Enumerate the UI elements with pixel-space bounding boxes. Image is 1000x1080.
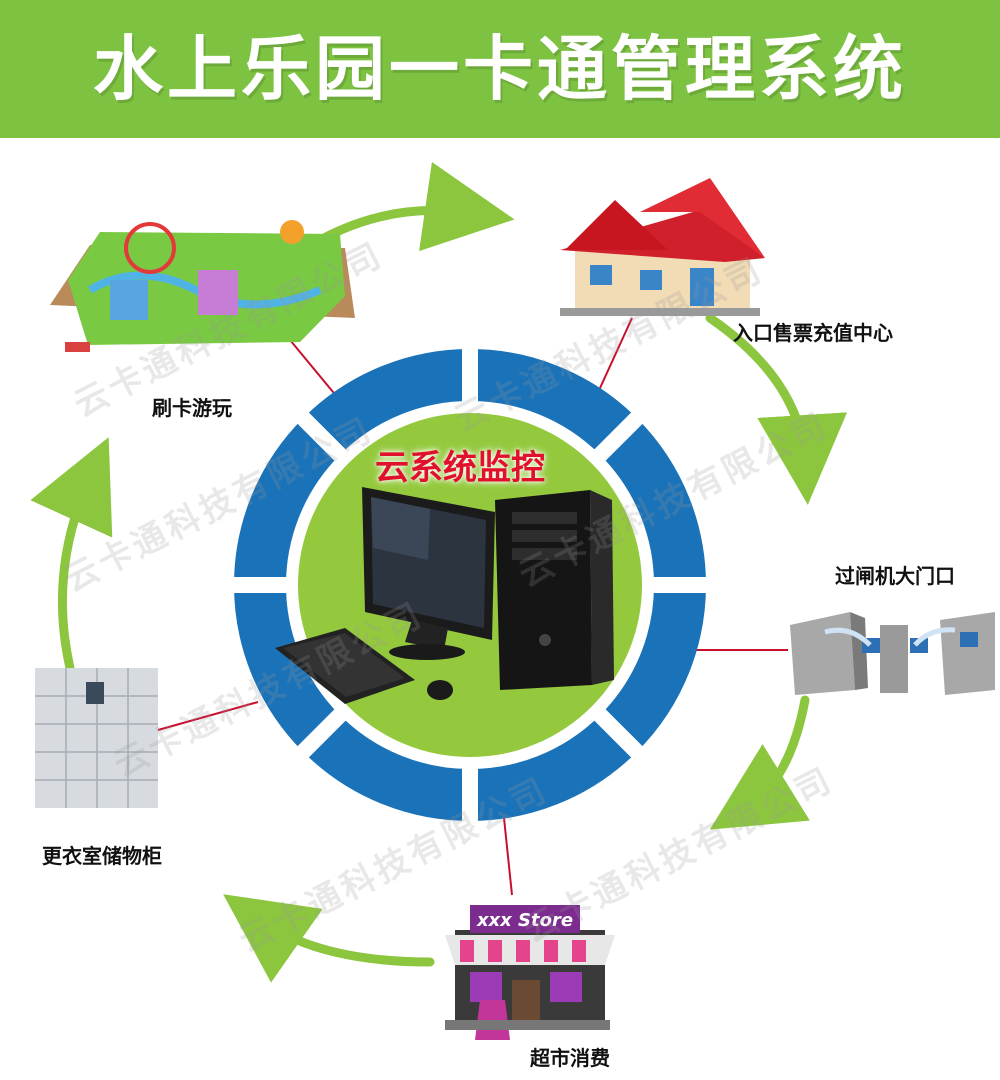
- node-label-play: 刷卡游玩: [152, 396, 232, 420]
- arrow-gate-to-store: [709, 695, 810, 830]
- store-sign: xxx Store: [476, 910, 573, 931]
- page-title: 水上乐园一卡通管理系统: [93, 28, 907, 110]
- computer-icon: [275, 487, 614, 704]
- node-label-store: 超市消费: [530, 1046, 610, 1070]
- link-play: [289, 339, 339, 399]
- ring-gap: [588, 406, 649, 467]
- node-label-locker: 更衣室储物柜: [42, 844, 162, 868]
- locker-illustration: [35, 668, 158, 808]
- arrow-store-to-locker: [223, 894, 435, 983]
- link-locker: [157, 701, 259, 731]
- node-label-ticket: 入口售票充值中心: [733, 321, 893, 345]
- ring-gap: [588, 703, 649, 764]
- node-label-gate: 过闸机大门口: [835, 564, 955, 588]
- title-banner: [0, 0, 1000, 138]
- store-illustration: xxx Store: [445, 905, 615, 1040]
- water-park-illustration: [50, 220, 355, 352]
- link-store: [503, 817, 513, 896]
- ticket-house-illustration: [560, 178, 765, 316]
- ring-gap: [291, 703, 352, 764]
- arrow-ticket-to-gate: [705, 313, 848, 505]
- ring-gap: [291, 406, 352, 467]
- turnstile-gate-illustration: [790, 612, 995, 695]
- center-label: 云系统监控: [375, 448, 545, 488]
- arrow-locker-to-play: [30, 437, 113, 673]
